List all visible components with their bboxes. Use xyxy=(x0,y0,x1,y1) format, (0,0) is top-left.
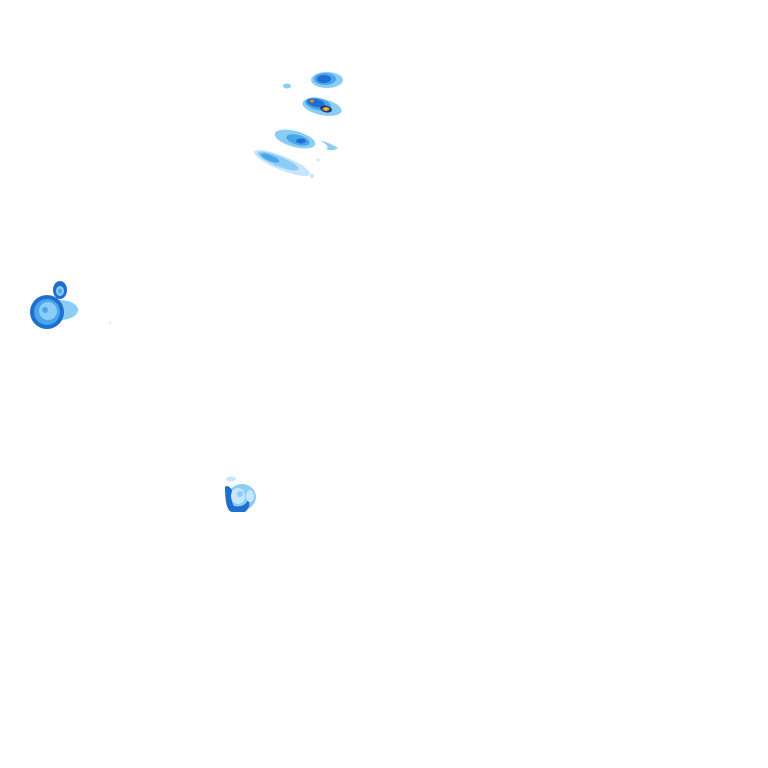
echo-south-main xyxy=(225,484,256,512)
cell-south xyxy=(225,476,256,512)
echo-south-dot xyxy=(226,476,236,482)
echo-cell-1 xyxy=(311,72,343,88)
echo-cell-2 xyxy=(302,97,342,116)
echo-cell-3 xyxy=(274,129,338,151)
echo-north-dot xyxy=(283,83,291,89)
cell-west xyxy=(30,281,111,329)
echo-west-main xyxy=(30,295,111,329)
echo-west-small xyxy=(53,281,67,299)
cell-cluster-north xyxy=(254,72,343,178)
echo-band-4 xyxy=(254,150,320,178)
